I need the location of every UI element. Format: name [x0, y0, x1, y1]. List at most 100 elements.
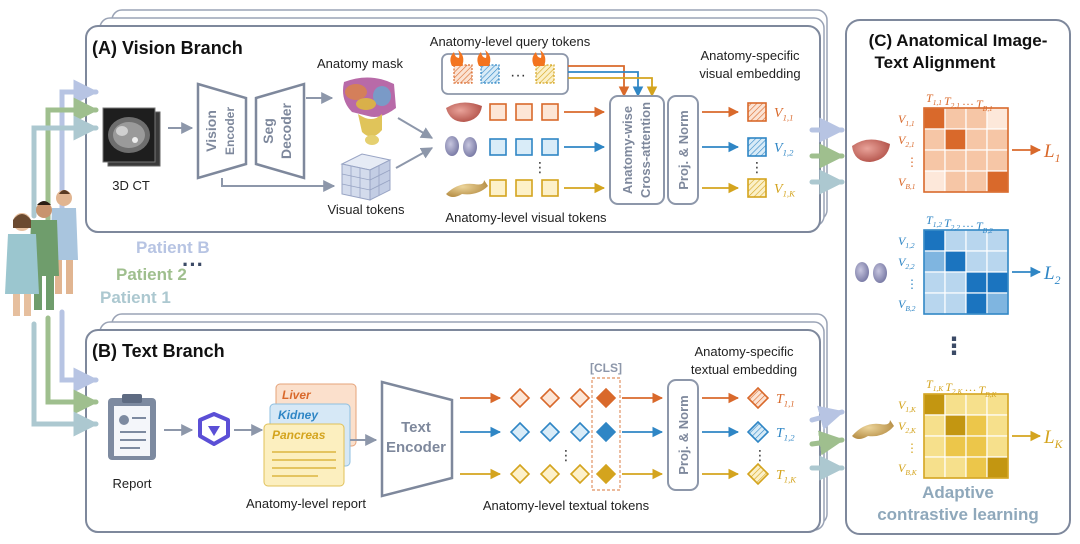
textual-token	[569, 421, 591, 443]
matrix-row-label: ⋮	[906, 155, 918, 169]
tembed-vertical-dots: ⋮	[753, 447, 767, 463]
branch-to-alignment-arrows	[809, 117, 845, 481]
visual-embedding-token	[747, 102, 767, 122]
text-proj-norm-block	[667, 379, 699, 491]
visual-token	[541, 179, 559, 197]
matrix-cell	[965, 149, 988, 172]
matrix-row-label: V1,K	[898, 398, 917, 414]
loss-label: LK	[1043, 427, 1064, 451]
textual-embedding-label: T1,1	[776, 392, 795, 409]
textual-token	[539, 387, 561, 409]
matrix-cell	[965, 128, 988, 151]
report-clipboard-icon	[108, 394, 156, 460]
matrix-cell	[923, 229, 946, 252]
matrix-cell	[923, 435, 946, 458]
text-encoder-label-1: Text	[401, 419, 431, 436]
matrix-cell	[944, 149, 967, 172]
flame-icon	[477, 50, 491, 66]
cross-attention-block	[609, 95, 665, 205]
visual-token	[541, 103, 559, 121]
matrix-cell	[986, 435, 1009, 458]
textual-token	[509, 463, 531, 485]
matrix-cell	[965, 271, 988, 294]
matrix-cell	[944, 414, 967, 437]
matrix-cell	[944, 271, 967, 294]
matrix-row-label: V2,2	[898, 255, 915, 271]
pancreas-icon	[446, 180, 488, 197]
matrix-cell	[923, 414, 946, 437]
matrix-cell	[965, 414, 988, 437]
matrix-row-label: ⋮	[906, 441, 918, 455]
matrix-liver-organ-icon	[852, 139, 890, 162]
query-dots: ···	[510, 67, 526, 84]
matrix-row-label: V2,1	[898, 133, 915, 149]
adaptive-label-1: Adaptive	[922, 483, 994, 502]
matrix-cell	[944, 170, 967, 193]
matrix-cell	[944, 229, 967, 252]
anatomy-level-visual-tokens	[489, 103, 606, 197]
cls-token	[595, 421, 617, 443]
matrix-cell	[986, 456, 1009, 479]
matrix-row-label: VB,1	[898, 175, 915, 191]
visual-embeddings: V1,1V1,2V1,K	[702, 102, 796, 199]
visual-embedding-token	[747, 137, 767, 157]
textual-tokens-caption: Anatomy-level textual tokens	[483, 498, 650, 513]
textual-embedding-label-2: textual embedding	[691, 362, 797, 377]
vision-encoder-label-2: Encoder	[223, 107, 237, 155]
query-token-pancreas	[535, 64, 555, 84]
visual-tokens-label: Visual tokens	[327, 202, 405, 217]
cls-token	[595, 463, 617, 485]
visual-token	[515, 179, 533, 197]
visual-token	[515, 138, 533, 156]
vision-encoder-block	[196, 82, 248, 180]
cube-to-tokens-arrow	[395, 147, 434, 169]
visual-token	[515, 103, 533, 121]
matrix-cell	[986, 170, 1009, 193]
encoder-to-tokens-arrow	[221, 178, 336, 192]
kidney-icon	[445, 136, 477, 157]
patient-b-label: Patient B	[136, 238, 210, 257]
textual-embedding-token	[746, 386, 770, 410]
patient-flow-lines	[31, 79, 99, 437]
vision-proj-norm-label: Proj. & Norm	[676, 110, 691, 189]
visual-embedding-label-2: visual embedding	[699, 66, 800, 81]
cross-attention-label-1: Anatomy-wise	[620, 106, 635, 194]
patient-1-label: Patient 1	[100, 288, 171, 307]
cross-attention-label-2: Cross-attention	[638, 102, 653, 198]
vision-branch-title: (A) Vision Branch	[92, 38, 243, 58]
anatomy-mask-icon	[343, 77, 396, 145]
visual-tokens-cube-icon	[340, 153, 392, 201]
text-encoder-block	[380, 380, 454, 498]
textual-token	[539, 463, 561, 485]
kidney-card-label: Kidney	[278, 408, 319, 422]
textual-embedding-token	[746, 462, 770, 486]
query-token-kidney	[480, 64, 500, 84]
matrix-cell	[944, 393, 967, 416]
textual-token	[539, 421, 561, 443]
matrix-cell	[923, 292, 946, 315]
matrix-pancreas-organ-icon	[852, 420, 894, 439]
matrix-cell	[944, 250, 967, 273]
vembed-vertical-dots: ⋮	[750, 159, 764, 175]
matrix-cell	[923, 393, 946, 416]
textual-token	[569, 387, 591, 409]
visual-embedding-label: V1,2	[774, 141, 794, 158]
visual-token	[489, 179, 507, 197]
loss-label: L1	[1043, 141, 1060, 165]
matrix-kidney-organ-icon	[855, 262, 887, 283]
anatomy-report-cards: Liver Kidney Pancreas	[263, 383, 357, 487]
textual-token	[569, 463, 591, 485]
matrix-cell	[986, 292, 1009, 315]
vision-proj-norm-block	[667, 95, 699, 205]
matrix-cell	[923, 128, 946, 151]
flame-icon	[450, 50, 464, 66]
adaptive-label-2: contrastive learning	[877, 505, 1039, 524]
matrix-border	[923, 393, 1009, 479]
matrix-row-label: V1,1	[898, 112, 915, 128]
matrix-cell	[965, 393, 988, 416]
loss-label: L2	[1043, 263, 1061, 287]
